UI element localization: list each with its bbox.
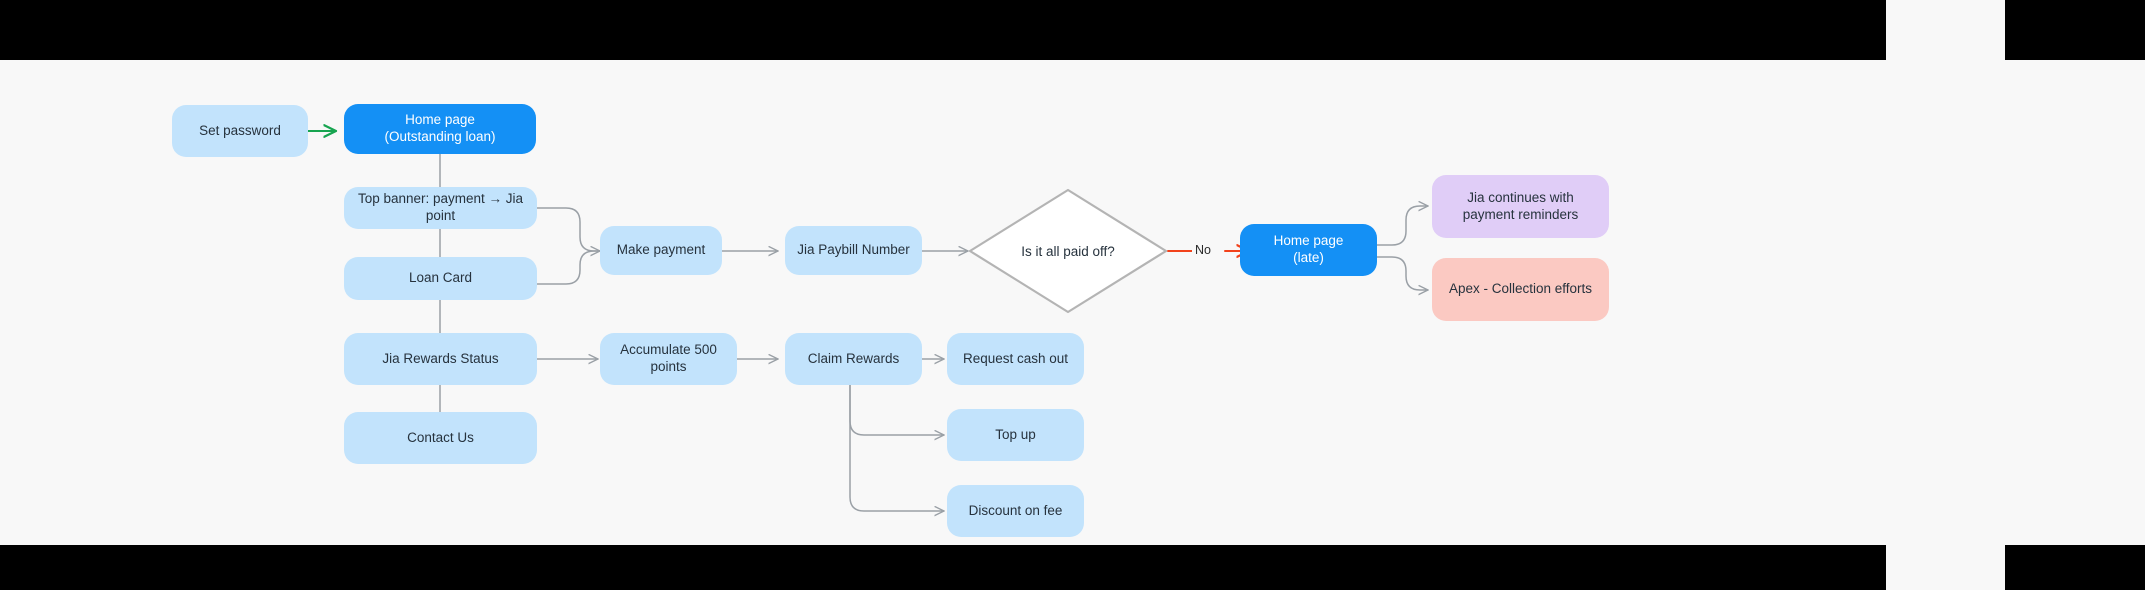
node-make-payment-label: Make payment (616, 242, 706, 258)
node-request-cash-out-label: Request cash out (962, 350, 1069, 366)
canvas-gap-top (1886, 0, 2005, 60)
canvas-gap-bottom (1886, 545, 2005, 590)
edge-label-no: No (1192, 243, 1214, 257)
edge-claim-to-top-up (849, 381, 945, 435)
diamond-shape (968, 188, 1168, 314)
node-home-page-late-label: Home page (late) (1273, 233, 1344, 265)
edge-home-late-to-apex (1376, 256, 1429, 290)
node-jia-paybill-number[interactable]: Jia Paybill Number (785, 226, 922, 275)
node-contact-us-label: Contact Us (407, 429, 474, 445)
node-decision-label: Is it all paid off? (1021, 243, 1115, 259)
node-jia-reminders-label: Jia continues with payment reminders (1462, 189, 1579, 222)
node-apex-collection-efforts[interactable]: Apex - Collection efforts (1432, 258, 1609, 321)
edge-loan-card-to-make-payment (536, 250, 601, 285)
node-set-password-label: Set password (199, 122, 281, 138)
node-jia-rewards-status-label: Jia Rewards Status (382, 350, 499, 366)
node-home-page-outstanding-loan-label: Home page (Outstanding loan) (384, 112, 496, 144)
node-loan-card-label: Loan Card (408, 270, 473, 286)
node-apex-collection-label: Apex - Collection efforts (1448, 281, 1593, 297)
node-home-page-late[interactable]: Home page (late) (1240, 224, 1377, 276)
node-loan-card[interactable]: Loan Card (344, 257, 537, 300)
node-make-payment[interactable]: Make payment (600, 226, 722, 275)
node-accumulate-500-points[interactable]: Accumulate 500 points (600, 333, 737, 385)
node-contact-us[interactable]: Contact Us (344, 412, 537, 464)
node-top-banner-payment-jia-point[interactable]: Top banner: payment → Jia point (344, 187, 537, 229)
node-claim-rewards[interactable]: Claim Rewards (785, 333, 922, 385)
node-decision-is-it-all-paid-off[interactable]: Is it all paid off? (968, 188, 1168, 314)
node-top-up-label: Top up (995, 426, 1036, 442)
node-jia-continues-payment-reminders[interactable]: Jia continues with payment reminders (1432, 175, 1609, 238)
node-jia-paybill-number-label: Jia Paybill Number (797, 242, 910, 258)
node-accumulate-points-label: Accumulate 500 points (620, 342, 717, 374)
edge-top-banner-to-make-payment (536, 207, 601, 251)
node-top-up[interactable]: Top up (947, 409, 1084, 461)
node-request-cash-out[interactable]: Request cash out (947, 333, 1084, 385)
node-set-password[interactable]: Set password (172, 105, 308, 157)
node-jia-rewards-status[interactable]: Jia Rewards Status (344, 333, 537, 385)
node-discount-on-fee[interactable]: Discount on fee (947, 485, 1084, 537)
node-discount-on-fee-label: Discount on fee (968, 502, 1063, 518)
node-claim-rewards-label: Claim Rewards (807, 350, 900, 366)
edge-home-late-to-reminders (1376, 206, 1429, 246)
node-top-banner-label: Top banner: payment → Jia point (357, 191, 524, 223)
node-home-page-outstanding-loan[interactable]: Home page (Outstanding loan) (344, 104, 536, 154)
edge-claim-to-discount (849, 381, 945, 511)
